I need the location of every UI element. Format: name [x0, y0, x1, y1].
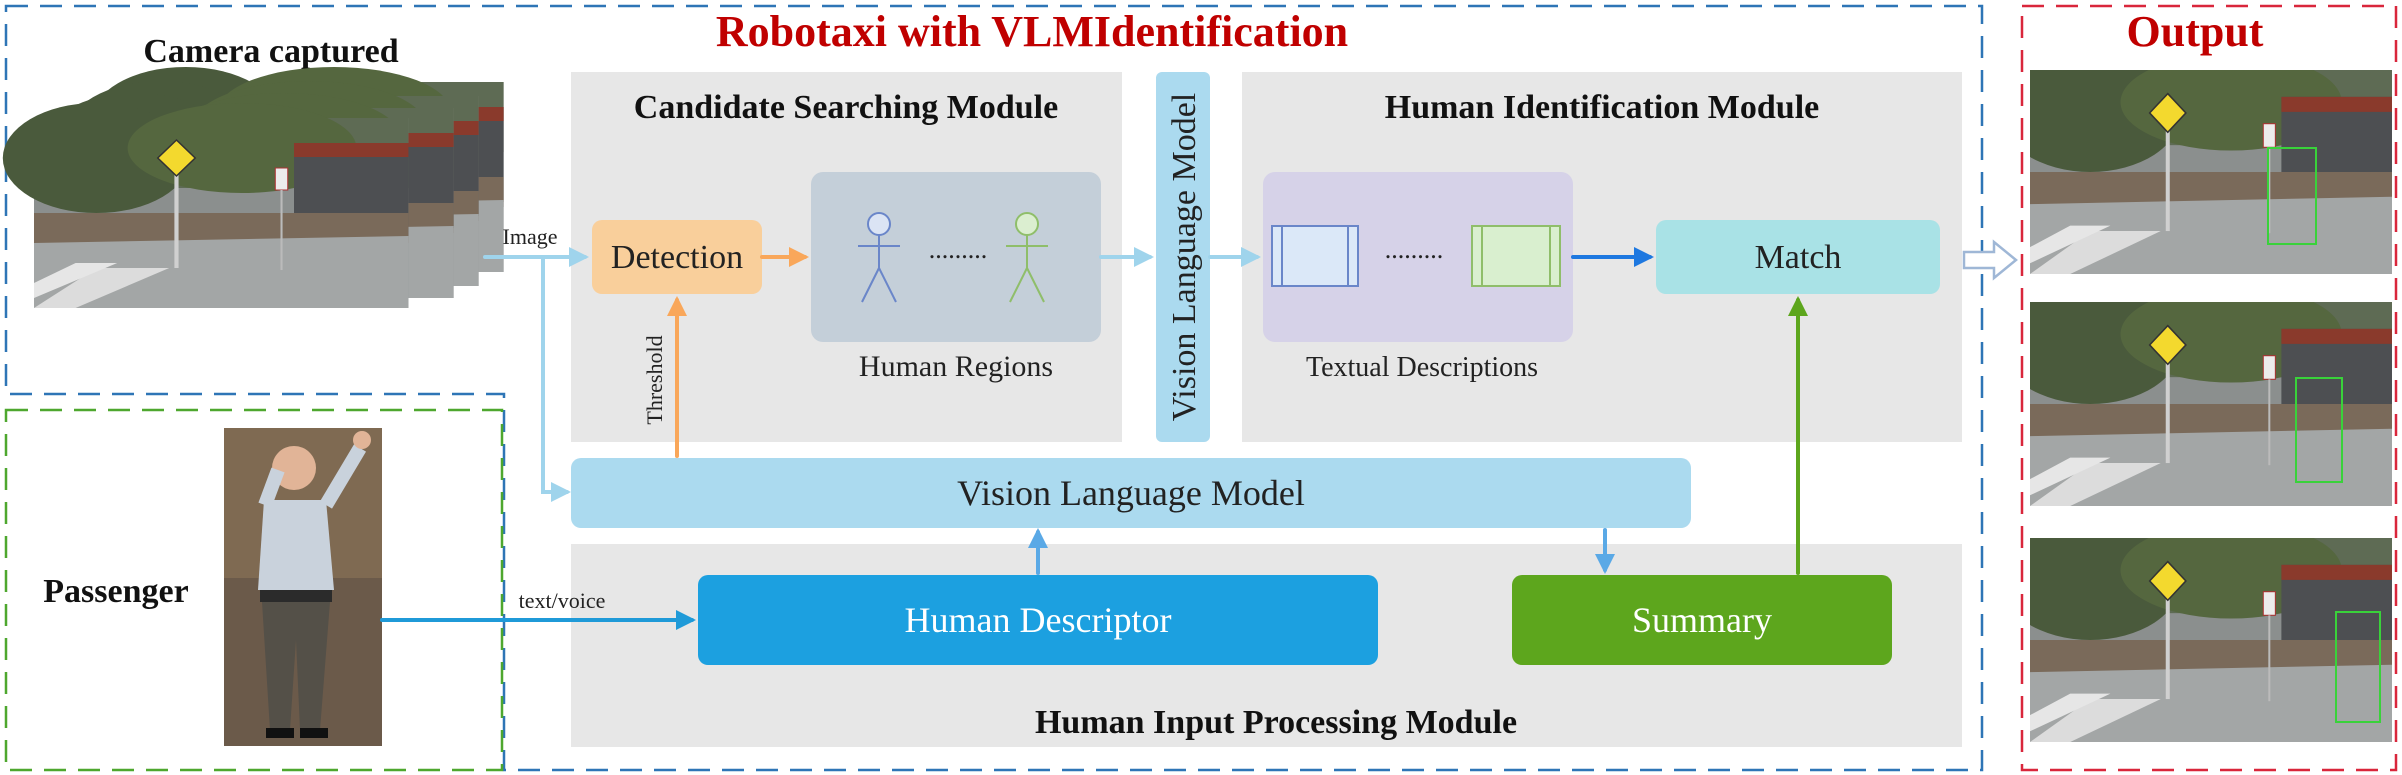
output-frame [2020, 4, 2398, 772]
detection-label: Detection [611, 239, 743, 276]
detection-bbox-2 [2295, 377, 2343, 483]
candidate-module-title: Candidate Searching Module [634, 89, 1058, 126]
vertical-vlm-box [1156, 72, 1210, 442]
input-module-title: Human Input Processing Module [1035, 704, 1517, 741]
camera-frames-stack [2, 66, 505, 309]
document-green-icon [1471, 225, 1561, 287]
textual-descriptions-dots: ......... [1385, 235, 1444, 264]
textual-descriptions-label: Textual Descriptions [1306, 352, 1538, 383]
document-blue-icon [1271, 225, 1359, 287]
detection-box [592, 220, 762, 294]
image-arrow-label: Image [503, 224, 558, 249]
human-regions-dots: ......... [929, 235, 988, 264]
vlm-bar-label: Vision Language Model [957, 473, 1305, 513]
match-label: Match [1755, 239, 1842, 276]
threshold-label: Threshold [642, 335, 667, 424]
diagram-title: Robotaxi with VLMIdentification [716, 7, 1348, 56]
passenger-label: Passenger [43, 573, 188, 610]
vertical-vlm-label: Vision Language Model [1166, 93, 1203, 421]
passenger-photo [224, 428, 382, 746]
output-frame-3 [2030, 538, 2392, 742]
identification-module-title: Human Identification Module [1385, 89, 1819, 126]
textual-descriptions-box [1263, 172, 1573, 342]
output-arrow-icon [1962, 239, 2018, 281]
output-frame-1 [2030, 70, 2392, 274]
output-frame-2 [2030, 302, 2392, 506]
match-box [1656, 220, 1940, 294]
detection-bbox-3 [2335, 611, 2381, 723]
human-regions-label: Human Regions [859, 350, 1053, 383]
output-label: Output [2127, 7, 2264, 56]
arrows [380, 247, 1808, 630]
person-green-icon [1006, 212, 1048, 303]
summary-box [1512, 575, 1892, 665]
vlm-bar [571, 458, 1691, 528]
human-descriptor-box [698, 575, 1378, 665]
passenger-frame [4, 408, 504, 772]
image-to-vlm-arrow [541, 255, 571, 502]
camera-label: Camera captured [143, 33, 398, 70]
detection-bbox-1 [2267, 147, 2317, 245]
text-voice-label: text/voice [519, 588, 606, 613]
vehicle-frame [4, 4, 1984, 772]
person-blue-icon [858, 212, 900, 303]
human-descriptor-label: Human Descriptor [905, 600, 1172, 640]
summary-label: Summary [1632, 600, 1772, 640]
